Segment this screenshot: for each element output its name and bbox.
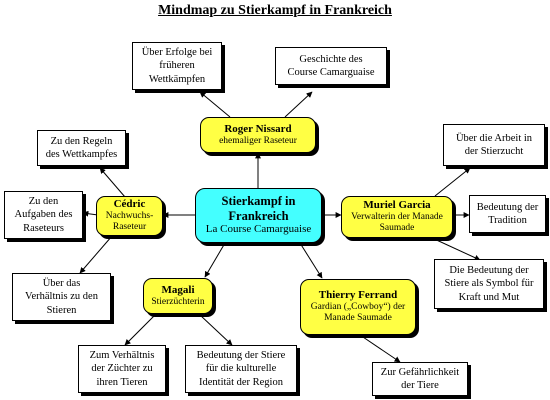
muriel-name: Muriel Garcia [363, 199, 431, 212]
node-muriel-garcia: Muriel Garcia Verwalterin der Manade Sau… [341, 196, 453, 238]
muriel-role-line2: Saumade [379, 223, 415, 234]
line-cedric-verhaeltnis [79, 235, 113, 274]
topic-symbol: Die Bedeutung der Stiere als Symbol für … [434, 259, 544, 309]
topic-identitaet-line1: Bedeutung der Stiere [196, 350, 286, 362]
node-magali: Magali Stierzüchterin [143, 278, 213, 314]
line-cedric-aufgaben [82, 210, 99, 217]
topic-identitaet: Bedeutung der Stiere für die kulturelle … [185, 345, 297, 393]
muriel-role-line1: Verwalterin der Manade [351, 211, 443, 222]
topic-gefaehrlichkeit: Zur Gefährlichkeit der Tiere [372, 362, 468, 396]
topic-erfolge-line1: Über Erfolge bei [141, 47, 213, 59]
topic-geschichte-line1: Geschichte des [299, 53, 363, 65]
node-cedric: Cédric Nachwuchs- Raseteur [96, 196, 163, 236]
topic-arbeit-line2: der Stierzucht [464, 146, 524, 157]
topic-symbol-line1: Die Bedeutung der [449, 265, 529, 277]
thierry-role-line1: Gardian („Cowboy“) der [310, 301, 406, 312]
thierry-name: Thierry Ferrand [318, 289, 398, 302]
line-thierry-gefaehrlichkeit [359, 334, 401, 363]
topic-geschichte: Geschichte des Course Camarguaise [275, 47, 387, 85]
node-thierry-ferrand: Thierry Ferrand Gardian („Cowboy“) der M… [300, 279, 416, 335]
topic-symbol-line2: Stiere als Symbol für [444, 278, 534, 290]
node-roger-nissard: Roger Nissard ehemaliger Raseteur [200, 117, 316, 153]
mindmap-title: Mindmap zu Stierkampf in Frankreich [158, 3, 392, 18]
center-subtitle: La Course Camarguaise [205, 223, 312, 235]
line-center-thierry [299, 242, 323, 279]
topic-aufgaben-line3: Raseteurs [23, 222, 64, 234]
cedric-role-line1: Nachwuchs- [105, 210, 154, 221]
center-line2: Frankreich [228, 208, 289, 223]
topic-arbeit-line1: Über die Arbeit in [455, 132, 533, 144]
topic-verhaeltnis-stiere-line2: Verhältnis zu den [25, 291, 98, 303]
line-muriel-symbol [429, 236, 481, 261]
center-line1: Stierkampf in [221, 194, 296, 209]
topic-verhaeltnis-zuechter-line2: der Züchter zu [91, 363, 153, 375]
topic-aufgaben-line2: Aufgaben des [14, 209, 73, 221]
cedric-name: Cédric [113, 198, 146, 211]
line-roger-geschichte [284, 91, 313, 118]
topic-gefaehrlichkeit-line2: der Tiere [401, 380, 439, 391]
roger-name: Roger Nissard [224, 122, 292, 135]
topic-regeln-line2: des Wettkampfes [45, 149, 118, 160]
line-center-magali [204, 242, 226, 278]
topic-verhaeltnis-zuechter: Zum Verhältnis der Züchter zu ihren Tier… [78, 345, 166, 393]
topic-aufgaben-line1: Zu den [28, 196, 59, 208]
topic-geschichte-line2: Course Camarguaise [287, 67, 375, 78]
topic-identitaet-line3: Identität der Region [199, 376, 283, 388]
line-magali-identitaet [199, 314, 233, 346]
topic-tradition-line2: Tradition [488, 215, 527, 226]
center-node: Stierkampf in Frankreich La Course Camar… [195, 188, 322, 243]
topic-gefaehrlichkeit-line1: Zur Gefährlichkeit [380, 366, 460, 378]
roger-role: ehemaliger Raseteur [219, 135, 297, 146]
line-muriel-arbeit [434, 167, 471, 197]
thierry-role-line2: Manade Saumade [324, 313, 392, 324]
line-cedric-regeln [99, 167, 126, 198]
topic-regeln: Zu den Regeln des Wettkampfes [37, 130, 126, 166]
topic-verhaeltnis-stiere-line3: Stieren [46, 304, 77, 316]
topic-tradition-line1: Bedeutung der [476, 201, 539, 213]
cedric-role-line2: Raseteur [112, 222, 147, 233]
topic-erfolge-line3: Wettkämpfen [148, 73, 206, 85]
topic-erfolge: Über Erfolge bei früheren Wettkämpfen [132, 42, 222, 90]
topic-identitaet-line2: für die kulturelle [205, 363, 277, 375]
topic-regeln-line1: Zu den Regeln [50, 135, 113, 147]
topic-symbol-line3: Kraft und Mut [458, 291, 520, 303]
line-magali-zuechter [124, 314, 156, 346]
topic-verhaeltnis-stiere: Über das Verhältnis zu den Stieren [12, 273, 111, 321]
magali-role: Stierzüchterin [151, 296, 205, 307]
topic-verhaeltnis-zuechter-line3: ihren Tieren [96, 376, 148, 388]
topic-aufgaben: Zu den Aufgaben des Raseteurs [4, 191, 83, 239]
topic-arbeit: Über die Arbeit in der Stierzucht [443, 124, 545, 166]
topic-erfolge-line2: früheren [159, 60, 195, 72]
magali-name: Magali [161, 283, 195, 296]
topic-verhaeltnis-stiere-line1: Über das [42, 278, 81, 290]
topic-tradition: Bedeutung der Tradition [469, 195, 546, 233]
topic-verhaeltnis-zuechter-line1: Zum Verhältnis [89, 350, 155, 362]
line-roger-erfolge [199, 91, 231, 118]
